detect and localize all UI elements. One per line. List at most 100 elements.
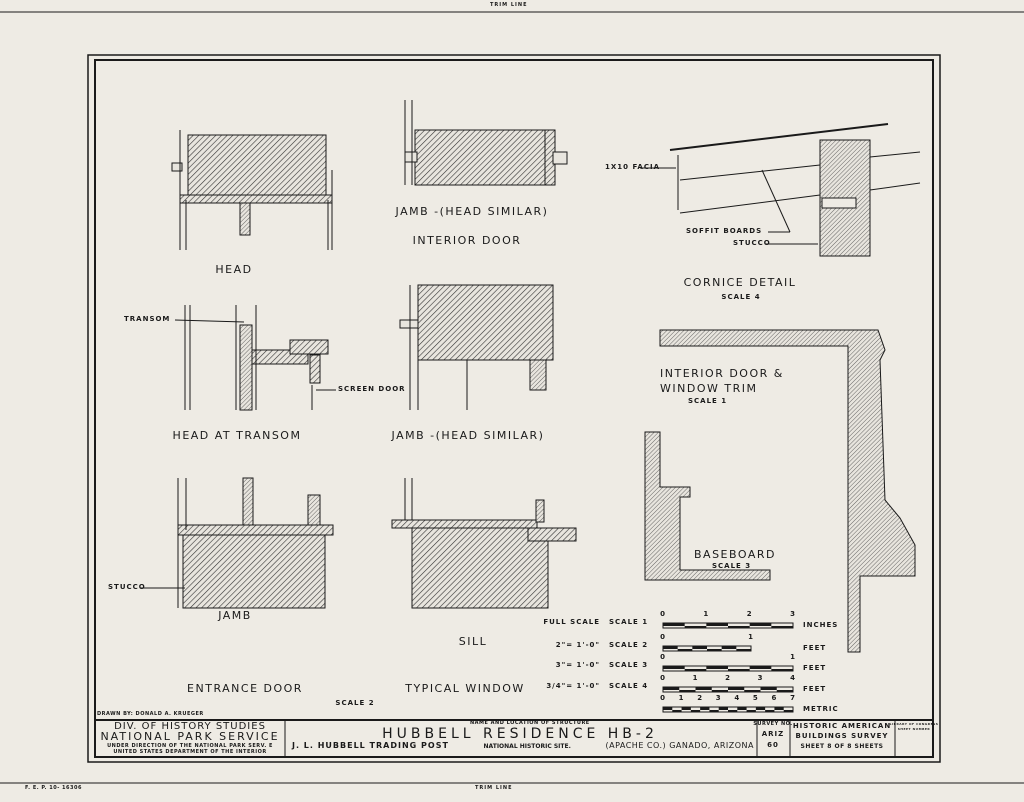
label-screen-door: SCREEN DOOR (338, 385, 406, 393)
label-facia: 1X10 FACIA (605, 163, 661, 171)
scale-ratio: 2"= 1'-0" (555, 641, 600, 649)
scale-bar-segment (771, 626, 793, 628)
scale-bar-segment (706, 623, 728, 626)
scale-unit: FEET (803, 644, 827, 652)
label-trim-scale: SCALE 1 (688, 397, 728, 405)
survey-caption: SURVEY NO. (753, 721, 793, 727)
scale-unit: FEET (803, 685, 827, 693)
scale-bar-segment (706, 666, 728, 669)
library-1: LIBRARY OF CONGRESS (889, 722, 939, 726)
scale-name: SCALE 1 (609, 618, 649, 626)
label-cornice-detail: CORNICE DETAIL (683, 276, 797, 289)
form-number: F. E. P. 10- 16306 (25, 785, 82, 791)
survey-state: ARIZ (761, 730, 785, 738)
scale-bar-segment (749, 623, 772, 626)
scale-tick-label: 0 (660, 653, 666, 661)
scale-tick-label: 2 (725, 674, 731, 682)
trim-line-top: TRIM LINE (490, 2, 528, 8)
scale-bar-segment (728, 626, 750, 628)
label-baseboard: BASEBOARD (694, 548, 776, 561)
label-trim-1: INTERIOR DOOR & (660, 367, 784, 380)
scale-bar-segment (679, 690, 696, 692)
agency-department: UNITED STATES DEPARTMENT OF THE INTERIOR (113, 749, 267, 755)
label-head: HEAD (215, 263, 253, 276)
library-2: SHEET NUMBER (897, 727, 931, 731)
scale-bar-segment (711, 690, 728, 692)
scale-ratio: 3/4"= 1'-0" (546, 682, 600, 690)
scale-bar-segment (760, 687, 777, 690)
name-caption: NAME AND LOCATION OF STRUCTURE (470, 720, 590, 726)
scale-tick-label: 1 (790, 653, 796, 661)
scale-bar-segment (663, 707, 673, 710)
scale-name: SCALE 3 (609, 661, 649, 669)
location-2: NATIONAL HISTORIC SITE. (483, 743, 571, 750)
scale-tick-label: 4 (790, 674, 796, 682)
scale-bar-segment (774, 707, 784, 710)
scale-bar-segment (728, 687, 745, 690)
scale-tick-label: 4 (734, 694, 741, 702)
agency-division: DIV. OF HISTORY STUDIES (114, 721, 266, 732)
label-cornice-stucco: STUCCO (733, 239, 771, 247)
label-trim-2: WINDOW TRIM (660, 382, 758, 395)
label-stucco: STUCCO (108, 583, 146, 591)
scale-bar-segment (746, 710, 756, 712)
label-typical-window: TYPICAL WINDOW (405, 682, 525, 695)
scale-bar-segment (721, 646, 737, 649)
scale-bar-segment (663, 666, 685, 669)
scale-bar-segment (692, 646, 707, 649)
scale-ratio: FULL SCALE (543, 618, 600, 626)
scale-tick-label: 1 (692, 674, 699, 682)
scale-tick-label: 3 (790, 610, 796, 618)
scale-tick-label: 6 (771, 694, 778, 702)
location-3: (APACHE CO.) GANADO, ARIZONA (605, 741, 754, 750)
label-entrance-door: ENTRANCE DOOR (187, 682, 303, 695)
label-jamb: JAMB (218, 609, 252, 622)
scale-bar-segment (690, 710, 701, 712)
scale-bar-segment (776, 690, 793, 692)
scale-bar-segment (736, 649, 751, 651)
scale-bar-segment (684, 669, 707, 671)
habs-2: BUILDINGS SURVEY (795, 732, 889, 740)
scale-ratio: 3"= 1'-0" (555, 661, 600, 669)
scale-bar-segment (663, 646, 678, 649)
scale-unit: INCHES (803, 621, 839, 629)
scale-tick-label: 1 (678, 694, 685, 702)
scale-unit: FEET (803, 664, 827, 672)
scale-tick-label: 7 (790, 694, 796, 702)
scale-tick-label: 3 (715, 694, 722, 702)
label-interior-door: INTERIOR DOOR (412, 234, 522, 247)
scale-bar-segment (783, 710, 793, 712)
scale-tick-label: 1 (748, 633, 754, 641)
scale-bar-segment (718, 707, 728, 710)
habs-1: HISTORIC AMERICAN (792, 722, 892, 730)
scale-bar-segment (707, 649, 722, 651)
scale-bar-segment (765, 710, 775, 712)
structure-name: HUBBELL RESIDENCE HB-2 (382, 726, 658, 742)
location-1: J. L. HUBBELL TRADING POST (292, 741, 449, 750)
scale-bar-segment (771, 669, 793, 671)
label-sill: SILL (458, 635, 488, 648)
scale-bar-segment (744, 690, 761, 692)
scale-bar-segment (749, 666, 772, 669)
survey-number: 60 (767, 741, 779, 749)
structure-location: J. L. HUBBELL TRADING POST NATIONAL HIST… (292, 741, 754, 751)
trim-line-bottom: TRIM LINE (475, 785, 513, 791)
scale-tick-label: 2 (697, 694, 704, 702)
agency-direction: UNDER DIRECTION OF THE NATIONAL PARK SER… (107, 743, 273, 749)
drawn-by: DRAWN BY: DONALD A. KRUEGER (97, 711, 204, 717)
scale-tick-label: 1 (703, 610, 710, 618)
label-transom: TRANSOM (124, 315, 171, 323)
label-window-jamb: JAMB -(HEAD SIMILAR) (391, 429, 545, 442)
scale-bar-segment (681, 707, 691, 710)
scale-tick-label: 5 (752, 694, 759, 702)
scale-bar-segment (672, 710, 682, 712)
scale-bar-segment (709, 710, 719, 712)
scale-unit: METRIC (803, 705, 839, 713)
scale-bar-segment (663, 623, 685, 626)
label-interior-door-jamb: JAMB -(HEAD SIMILAR) (395, 205, 549, 218)
label-head-at-transom: HEAD AT TRANSOM (172, 429, 302, 442)
scale-bar-segment (728, 710, 738, 712)
scale-tick-label: 0 (660, 674, 666, 682)
sheet-number: SHEET 8 OF 8 SHEETS (800, 743, 884, 750)
